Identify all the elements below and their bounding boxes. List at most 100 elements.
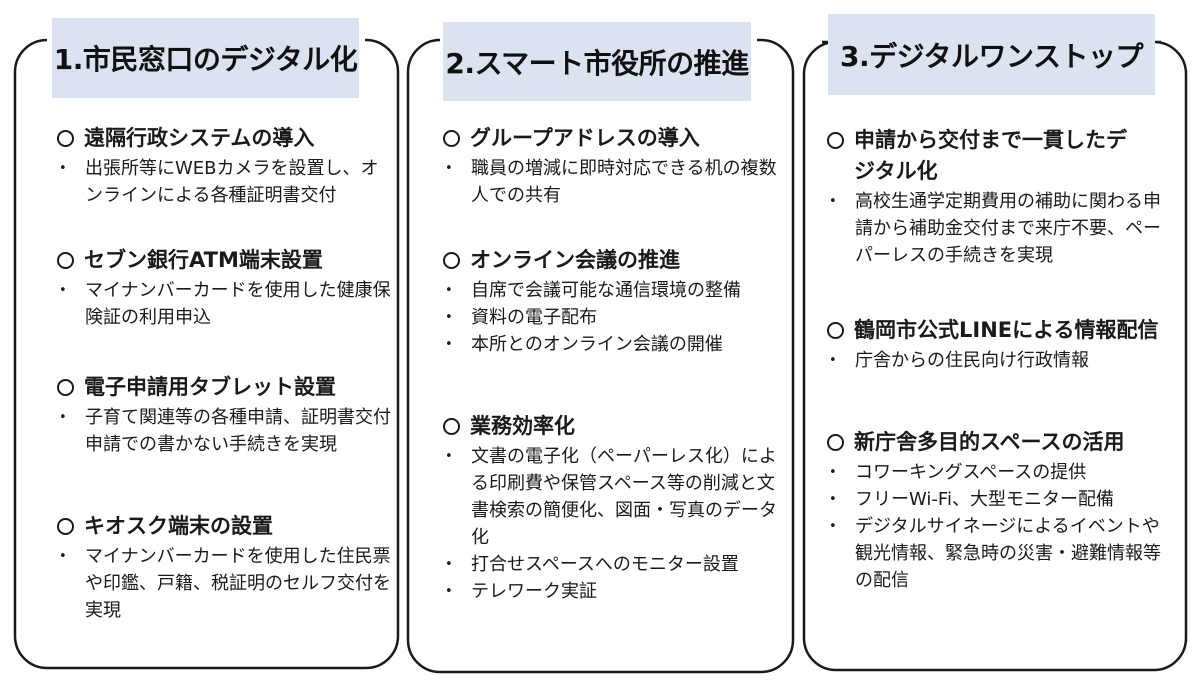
section: セブン銀行ATM端末設置 • マイナンバーカードを使用した健康保険証の利用申込 [57, 245, 392, 331]
list-item: •フリーWi-Fi、大型モニター配備 [827, 486, 1172, 513]
circle-bullet-icon [57, 130, 74, 147]
dot-bullet-icon: • [445, 310, 453, 325]
dot-bullet-icon: • [59, 410, 67, 425]
dot-bullet-icon: • [829, 465, 837, 480]
bullet-list: •庁舎からの住民向け行政情報 [827, 347, 1172, 374]
list-item-text: フリーWi-Fi、大型モニター配備 [855, 489, 1114, 510]
section-heading: 鶴岡市公式LINEによる情報配信 [827, 315, 1172, 346]
column-title: 1.市民窓口のデジタル化 [52, 18, 359, 98]
section-heading-text: 電子申請用タブレット設置 [84, 375, 336, 399]
section-heading-text: 鶴岡市公式LINEによる情報配信 [854, 318, 1159, 342]
circle-bullet-icon [57, 252, 74, 269]
dot-bullet-icon: • [59, 549, 67, 564]
section-heading: グループアドレスの導入 [443, 123, 783, 154]
list-item: • 文書の電子化（ペーパーレス化）による印刷費や保管スペース等の削減と文書検索の簡… [443, 443, 783, 551]
bullet-list: • 子育て関連等の各種申請、証明書交付申請での書かない手続きを実現 [57, 404, 392, 458]
column-title: 2.スマート市役所の推進 [443, 22, 751, 101]
list-item-text: 出張所等にWEBカメラを設置し、オンラインによる各種証明書交付 [85, 158, 379, 206]
list-item-text: 職員の増減に即時対応できる机の複数人での共有 [471, 158, 777, 206]
bullet-list: • 職員の増減に即時対応できる机の複数人での共有 [443, 155, 783, 209]
circle-bullet-icon [443, 252, 460, 269]
section: 遠隔行政システムの導入 • 出張所等にWEBカメラを設置し、オンラインによる各種証明… [57, 123, 392, 209]
list-item-text: 自席で会議可能な通信環境の整備 [471, 280, 741, 301]
section: 新庁舎多目的スペースの活用•コワーキングスペースの提供•フリーWi-Fi、大型モ… [827, 427, 1172, 594]
bullet-list: • 高校生通学定期費用の補助に関わる申請から補助金交付まで来庁不要、ペーパーレスの… [827, 188, 1172, 269]
section: グループアドレスの導入 • 職員の増減に即時対応できる机の複数人での共有 [443, 123, 783, 209]
column-border-path [406, 38, 795, 674]
section-heading: 電子申請用タブレット設置 [57, 372, 392, 403]
list-item: •庁舎からの住民向け行政情報 [827, 347, 1172, 374]
section: 申請から交付まで一貫したデジタル化 • 高校生通学定期費用の補助に関わる申請から補助… [827, 125, 1172, 269]
list-item: • 職員の増減に即時対応できる机の複数人での共有 [443, 155, 783, 209]
circle-bullet-icon [57, 379, 74, 396]
section-heading: 遠隔行政システムの導入 [57, 123, 392, 154]
list-item: • 打合せスペースへのモニター設置 [443, 551, 783, 578]
section-heading-text: キオスク端末の設置 [84, 514, 273, 538]
section-heading: 新庁舎多目的スペースの活用 [827, 427, 1172, 458]
list-item-text: 本所とのオンライン会議の開催 [471, 334, 723, 355]
dot-bullet-icon: • [445, 283, 453, 298]
circle-bullet-icon [827, 322, 844, 339]
column-border-path [802, 40, 1188, 672]
section-heading: オンライン会議の推進 [443, 245, 783, 276]
list-item-text: 打合せスペースへのモニター設置 [471, 554, 739, 575]
list-item: • マイナンバーカードを使用した住民票や印鑑、戸籍、税証明のセルフ交付を実現 [57, 543, 392, 624]
section-heading: 業務効率化 [443, 411, 783, 442]
list-item-text: マイナンバーカードを使用した健康保険証の利用申込 [85, 280, 391, 328]
column-title: 3.デジタルワンストップ [828, 14, 1155, 95]
list-item-text: コワーキングスペースの提供 [855, 462, 1087, 483]
list-item: • 自席で会議可能な通信環境の整備 [443, 277, 783, 304]
bullet-list: • マイナンバーカードを使用した住民票や印鑑、戸籍、税証明のセルフ交付を実現 [57, 543, 392, 624]
dot-bullet-icon: • [445, 337, 453, 352]
bullet-list: • コワーキングスペースの提供 •フリーWi-Fi、大型モニター配備 • デジタルサイネ… [827, 459, 1172, 594]
list-item: • 本所とのオンライン会議の開催 [443, 331, 783, 358]
list-item-text: 庁舎からの住民向け行政情報 [855, 350, 1089, 371]
section-heading-text: 申請から交付まで一貫したデジタル化 [854, 128, 1127, 183]
section: 鶴岡市公式LINEによる情報配信 •庁舎からの住民向け行政情報 [827, 315, 1172, 374]
section-heading: セブン銀行ATM端末設置 [57, 245, 392, 276]
column-border-path [13, 38, 400, 670]
dot-bullet-icon: • [445, 161, 453, 176]
circle-bullet-icon [443, 418, 460, 435]
section: 電子申請用タブレット設置 • 子育て関連等の各種申請、証明書交付申請での書かない手続… [57, 372, 392, 458]
section-heading: キオスク端末の設置 [57, 511, 392, 542]
dot-bullet-icon: • [445, 449, 453, 464]
list-item: • 高校生通学定期費用の補助に関わる申請から補助金交付まで来庁不要、ペーパーレスの… [827, 188, 1172, 269]
list-item-text: マイナンバーカードを使用した住民票や印鑑、戸籍、税証明のセルフ交付を実現 [85, 546, 391, 621]
circle-bullet-icon [57, 518, 74, 535]
section: キオスク端末の設置 • マイナンバーカードを使用した住民票や印鑑、戸籍、税証明のセル… [57, 511, 392, 624]
section-heading-text: 遠隔行政システムの導入 [84, 126, 315, 150]
list-item: • 出張所等にWEBカメラを設置し、オンラインによる各種証明書交付 [57, 155, 392, 209]
list-item-text: 高校生通学定期費用の補助に関わる申請から補助金交付まで来庁不要、ペーパーレスの手… [855, 191, 1161, 266]
bullet-list: • マイナンバーカードを使用した健康保険証の利用申込 [57, 277, 392, 331]
circle-bullet-icon [827, 132, 844, 149]
dot-bullet-icon: • [59, 283, 67, 298]
section-heading-text: 業務効率化 [470, 414, 575, 438]
dot-bullet-icon: • [59, 161, 67, 176]
list-item-text: デジタルサイネージによるイベントや観光情報、緊急時の災害・避難情報等の配信 [855, 516, 1161, 591]
section-heading-text: セブン銀行ATM端末設置 [84, 248, 323, 272]
list-item: • デジタルサイネージによるイベントや観光情報、緊急時の災害・避難情報等の配信 [827, 513, 1172, 594]
bullet-list: • 出張所等にWEBカメラを設置し、オンラインによる各種証明書交付 [57, 155, 392, 209]
list-item: • マイナンバーカードを使用した健康保険証の利用申込 [57, 277, 392, 331]
section-heading: 申請から交付まで一貫したデジタル化 [827, 125, 1172, 187]
circle-bullet-icon [827, 434, 844, 451]
section: 業務効率化 • 文書の電子化（ペーパーレス化）による印刷費や保管スペース等の削減と文… [443, 411, 783, 605]
dot-bullet-icon: • [829, 519, 837, 534]
list-item: •テレワーク実証 [443, 578, 783, 605]
dot-bullet-icon: • [829, 194, 837, 209]
list-item-text: 資料の電子配布 [471, 307, 597, 328]
bullet-list: • 自席で会議可能な通信環境の整備 • 資料の電子配布 • 本所とのオンライン会議の開催 [443, 277, 783, 358]
section: オンライン会議の推進 • 自席で会議可能な通信環境の整備 • 資料の電子配布 • 本所とのオ… [443, 245, 783, 358]
list-item: • 資料の電子配布 [443, 304, 783, 331]
list-item-text: 子育て関連等の各種申請、証明書交付申請での書かない手続きを実現 [85, 407, 391, 455]
dot-bullet-icon: • [445, 557, 453, 572]
list-item-text: 文書の電子化（ペーパーレス化）による印刷費や保管スペース等の削減と文書検索の簡便… [471, 446, 777, 548]
bullet-list: • 文書の電子化（ペーパーレス化）による印刷費や保管スペース等の削減と文書検索の簡… [443, 443, 783, 605]
circle-bullet-icon [443, 130, 460, 147]
section-heading-text: オンライン会議の推進 [470, 248, 680, 272]
list-item: • コワーキングスペースの提供 [827, 459, 1172, 486]
